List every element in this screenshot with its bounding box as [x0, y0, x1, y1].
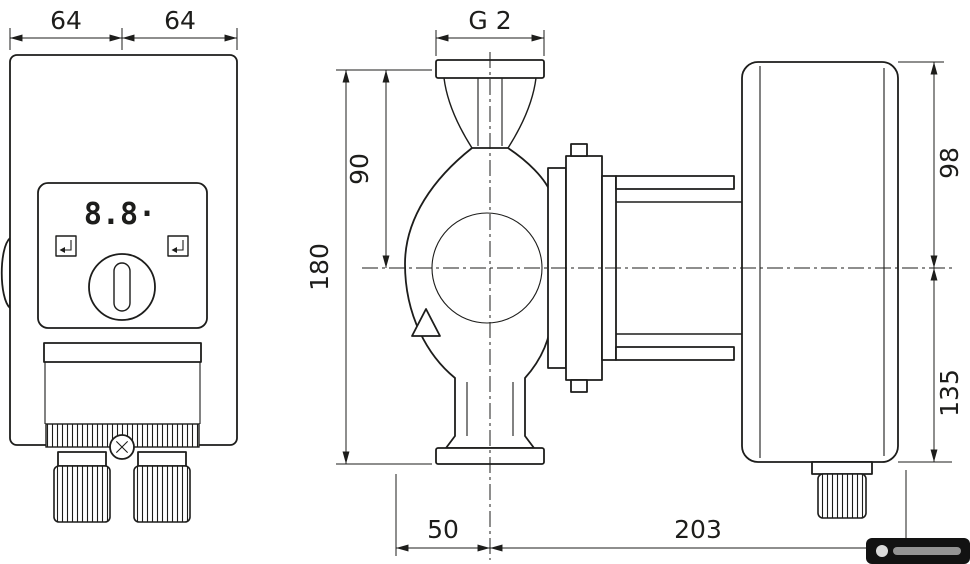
side-bump [0, 237, 11, 309]
dim-center-to-housing-bottom: 135 [935, 369, 964, 417]
dim-port-to-port: 180 [305, 243, 334, 291]
dim-volute-front-to-center: 50 [427, 515, 459, 544]
housing-cable-gland [817, 473, 867, 519]
cable-gland-right [133, 451, 191, 523]
cover-band [43, 342, 202, 363]
tie-bolt-top [615, 175, 735, 190]
dim-inlet-thread: G 2 [468, 6, 511, 35]
selector-knob [88, 253, 156, 321]
ext-lines-module-width [9, 28, 238, 50]
housing-gland-flange [811, 461, 873, 475]
button-icon-right [167, 235, 189, 257]
button-icon-left [55, 235, 77, 257]
dim-module-width-left: 64 [50, 6, 82, 35]
tie-bolt-bottom [615, 346, 735, 361]
volute-outline [404, 147, 553, 449]
dim-flange-to-center: 90 [345, 153, 374, 185]
stator-tube-lines [616, 201, 742, 335]
cable-gland-left [53, 451, 111, 523]
outlet-bore-lines [466, 382, 514, 436]
dim-center-to-housing-rear: 203 [674, 515, 722, 544]
display-value: 8.8· [84, 197, 156, 232]
flow-direction-icon [411, 308, 441, 337]
dim-center-to-housing-top: 98 [935, 147, 964, 179]
motor-housing [741, 61, 899, 519]
housing-body [741, 61, 899, 463]
dimensions: 64 64 G 2 90 180 98 135 50 203 [9, 6, 964, 556]
front-view-control-module: 8.8· [0, 54, 238, 523]
watermark [866, 538, 970, 564]
lower-housing-edges [44, 362, 201, 424]
ext-lines-inlet-thread [435, 30, 545, 56]
side-view-pump [404, 59, 742, 465]
housing-seams [759, 66, 885, 458]
union-nut-top [443, 77, 537, 149]
inlet-bore-lines [477, 78, 503, 146]
dim-module-width-right: 64 [164, 6, 196, 35]
screw-icon [109, 434, 135, 460]
